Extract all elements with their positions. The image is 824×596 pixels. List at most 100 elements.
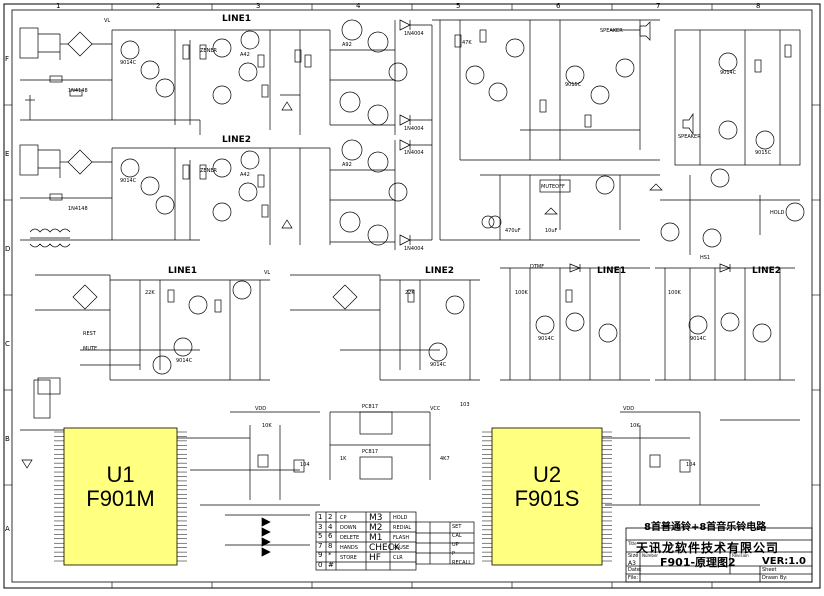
ic-u2: U2 F901S: [492, 463, 602, 511]
keypad-right-key: UP: [452, 542, 459, 548]
ic-u1: U1 F901M: [64, 463, 177, 511]
transistor-label-6: A92: [342, 162, 352, 168]
title-heading: 8首普通铃+8首音乐铃电路: [644, 522, 767, 533]
keypad-right-key: RECALL: [452, 560, 472, 566]
opto-label-1: PC817: [362, 404, 379, 410]
transistor-label-10: 9014C: [538, 336, 555, 342]
speaker-label-2: SPEAKER: [678, 134, 701, 140]
title-drawn-label: Drawn By:: [762, 575, 788, 581]
keypad-function: STORE: [340, 555, 357, 561]
keypad-key: 4: [328, 522, 333, 531]
keypad-side-key: HOLD: [393, 515, 408, 521]
res-label-5: 100K: [668, 290, 681, 296]
diode-label-4: 1N4004: [404, 246, 424, 252]
grid-row-d: C: [5, 340, 10, 348]
net-line2-top: LINE2: [222, 135, 252, 145]
res-label-8: 1K: [340, 456, 347, 462]
relay-label: HS1: [700, 255, 711, 261]
diode-label-2: 1N4004: [404, 126, 424, 132]
title-size-label: Size: [628, 553, 639, 559]
net-line1-top: LINE1: [222, 14, 252, 24]
res-label-7: 22K: [405, 290, 415, 296]
title-number-label: Number: [642, 553, 659, 558]
grid-col-7: 7: [656, 2, 661, 10]
title-sheet-label: Sheet: [762, 567, 777, 573]
grid-col-4: 4: [356, 2, 361, 10]
cap-label-2: 104: [686, 462, 696, 468]
transistor-label-2: 9014C: [120, 178, 137, 184]
keypad-side-key: FLASH: [393, 535, 410, 541]
grid-col-8: 8: [756, 2, 761, 10]
diode-label-3: 1N4004: [404, 150, 424, 156]
keypad-key: 0: [318, 561, 323, 569]
keypad-function: DELETE: [340, 535, 360, 541]
keypad-key: 2: [328, 513, 333, 521]
net-line1-right: LINE1: [597, 266, 627, 276]
zener-label-1: ZENER: [200, 48, 217, 54]
cap-label-1: 104: [300, 462, 310, 468]
title-version: VER:1.0: [762, 556, 806, 567]
transistor-label-1: 9014C: [120, 60, 137, 66]
title-drawing: F901-原理图2: [660, 556, 736, 569]
res-label-6: 22K: [145, 290, 155, 296]
cap-label-5: 103: [460, 402, 470, 408]
transistor-label-9: 9015C: [755, 150, 772, 156]
keypad-side-key: CLR: [393, 555, 403, 561]
keypad-function: M3: [369, 513, 383, 523]
keypad-key: *: [328, 551, 332, 560]
res-label-1: 10K: [262, 423, 272, 429]
ic-u1-part: F901M: [86, 486, 155, 511]
grid-col-2: 2: [156, 2, 161, 10]
transistor-label-12: 9014C: [176, 358, 193, 364]
res-label-9: 4K7: [440, 456, 450, 462]
grid-row-e: B: [5, 435, 10, 443]
keypad-function: CP: [340, 515, 347, 521]
transistor-label-3: A42: [240, 52, 250, 58]
grid-col-1: 1: [56, 2, 61, 10]
res-label-3: 47K: [462, 40, 472, 46]
ic-u2-part: F901S: [514, 486, 580, 511]
keypad-key: 7: [318, 541, 323, 550]
transistor-label-13: 9014C: [430, 362, 447, 368]
net-line2-right: LINE2: [752, 266, 782, 276]
keypad-key: 8: [328, 541, 333, 550]
transistor-label-4: A42: [240, 172, 250, 178]
grid-row-b: E: [5, 150, 10, 158]
grid-col-5: 5: [456, 2, 461, 10]
opto-label-2: PC817: [362, 449, 379, 455]
title-title-label: Title: [628, 541, 637, 546]
res-label-4: 100K: [515, 290, 528, 296]
keypad-function: M2: [369, 523, 383, 533]
grid-col-3: 3: [256, 2, 261, 10]
transistor-label-8: 9014C: [720, 70, 737, 76]
grid-row-c: D: [5, 245, 11, 253]
title-company: 天讯龙软件技术有限公司: [636, 541, 780, 555]
keypad-right-key: CAL: [452, 533, 462, 539]
bridge-label-2: 1N4148: [68, 206, 88, 212]
res-label-2: 10K: [630, 423, 640, 429]
bridge-label-1: 1N4148: [68, 88, 88, 94]
transistor-label-7: 9015C: [565, 82, 582, 88]
keypad-key: 9: [318, 551, 323, 560]
ic-u2-ref: U2: [532, 462, 562, 487]
net-muteoff: MUTEOFF: [541, 184, 565, 190]
keypad-key: 5: [318, 532, 323, 541]
transistor-label-11: 9014C: [690, 336, 707, 342]
keypad-right-key: P: [452, 551, 456, 557]
keypad-key: 1: [318, 513, 323, 521]
cap-label-3: 470uF: [505, 228, 521, 234]
net-vl-mid: VL: [264, 270, 271, 276]
keypad-key: 3: [318, 522, 323, 531]
keypad-right-key: SET: [452, 524, 462, 530]
ic-u1-ref: U1: [106, 462, 135, 487]
title-file-label: File:: [628, 575, 639, 581]
net-rest: REST: [83, 331, 96, 337]
keypad-function: M1: [369, 533, 383, 543]
net-vdd-left: VDD: [255, 406, 267, 412]
title-size: A3: [628, 560, 636, 567]
net-vdd-right: VDD: [623, 406, 635, 412]
net-line2-mid: LINE2: [425, 266, 455, 276]
keypad-side-key: REDIAL: [393, 525, 412, 531]
